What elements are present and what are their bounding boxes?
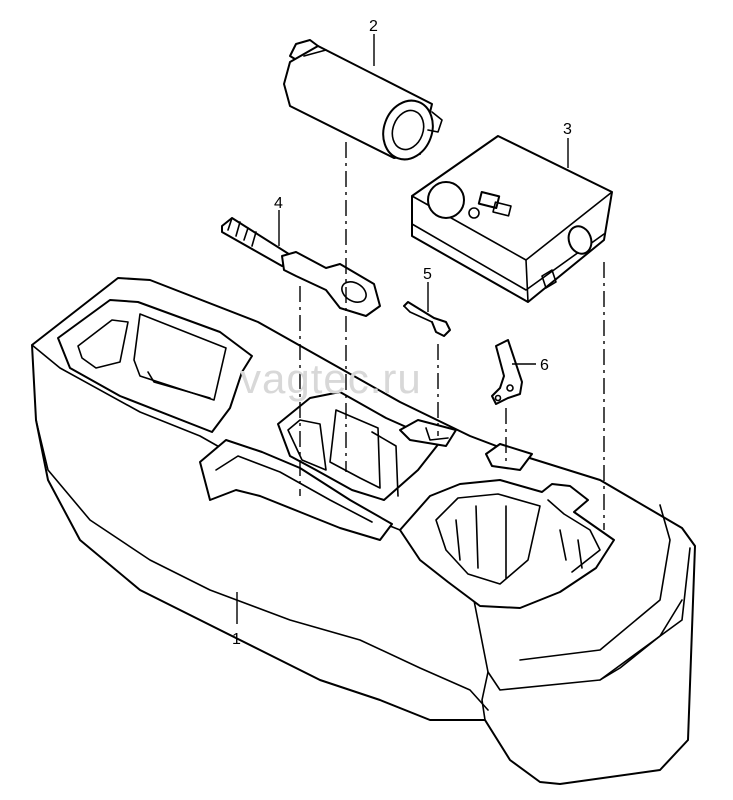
callout-2: 2: [369, 18, 378, 35]
towing-eye: [221, 217, 381, 317]
cylinder-adapter: [283, 39, 443, 161]
wire-hook: [403, 301, 451, 337]
callout-4: 4: [274, 195, 283, 212]
watermark: vagtec.ru: [240, 355, 422, 402]
callout-6: 6: [540, 357, 549, 374]
tyre-inflator-compressor: [411, 135, 613, 303]
bracket-clip: [491, 339, 523, 405]
callout-3: 3: [563, 121, 572, 138]
callout-1: 1: [232, 631, 241, 648]
foam-tool-tray: [31, 277, 696, 785]
callout-5: 5: [423, 266, 432, 283]
